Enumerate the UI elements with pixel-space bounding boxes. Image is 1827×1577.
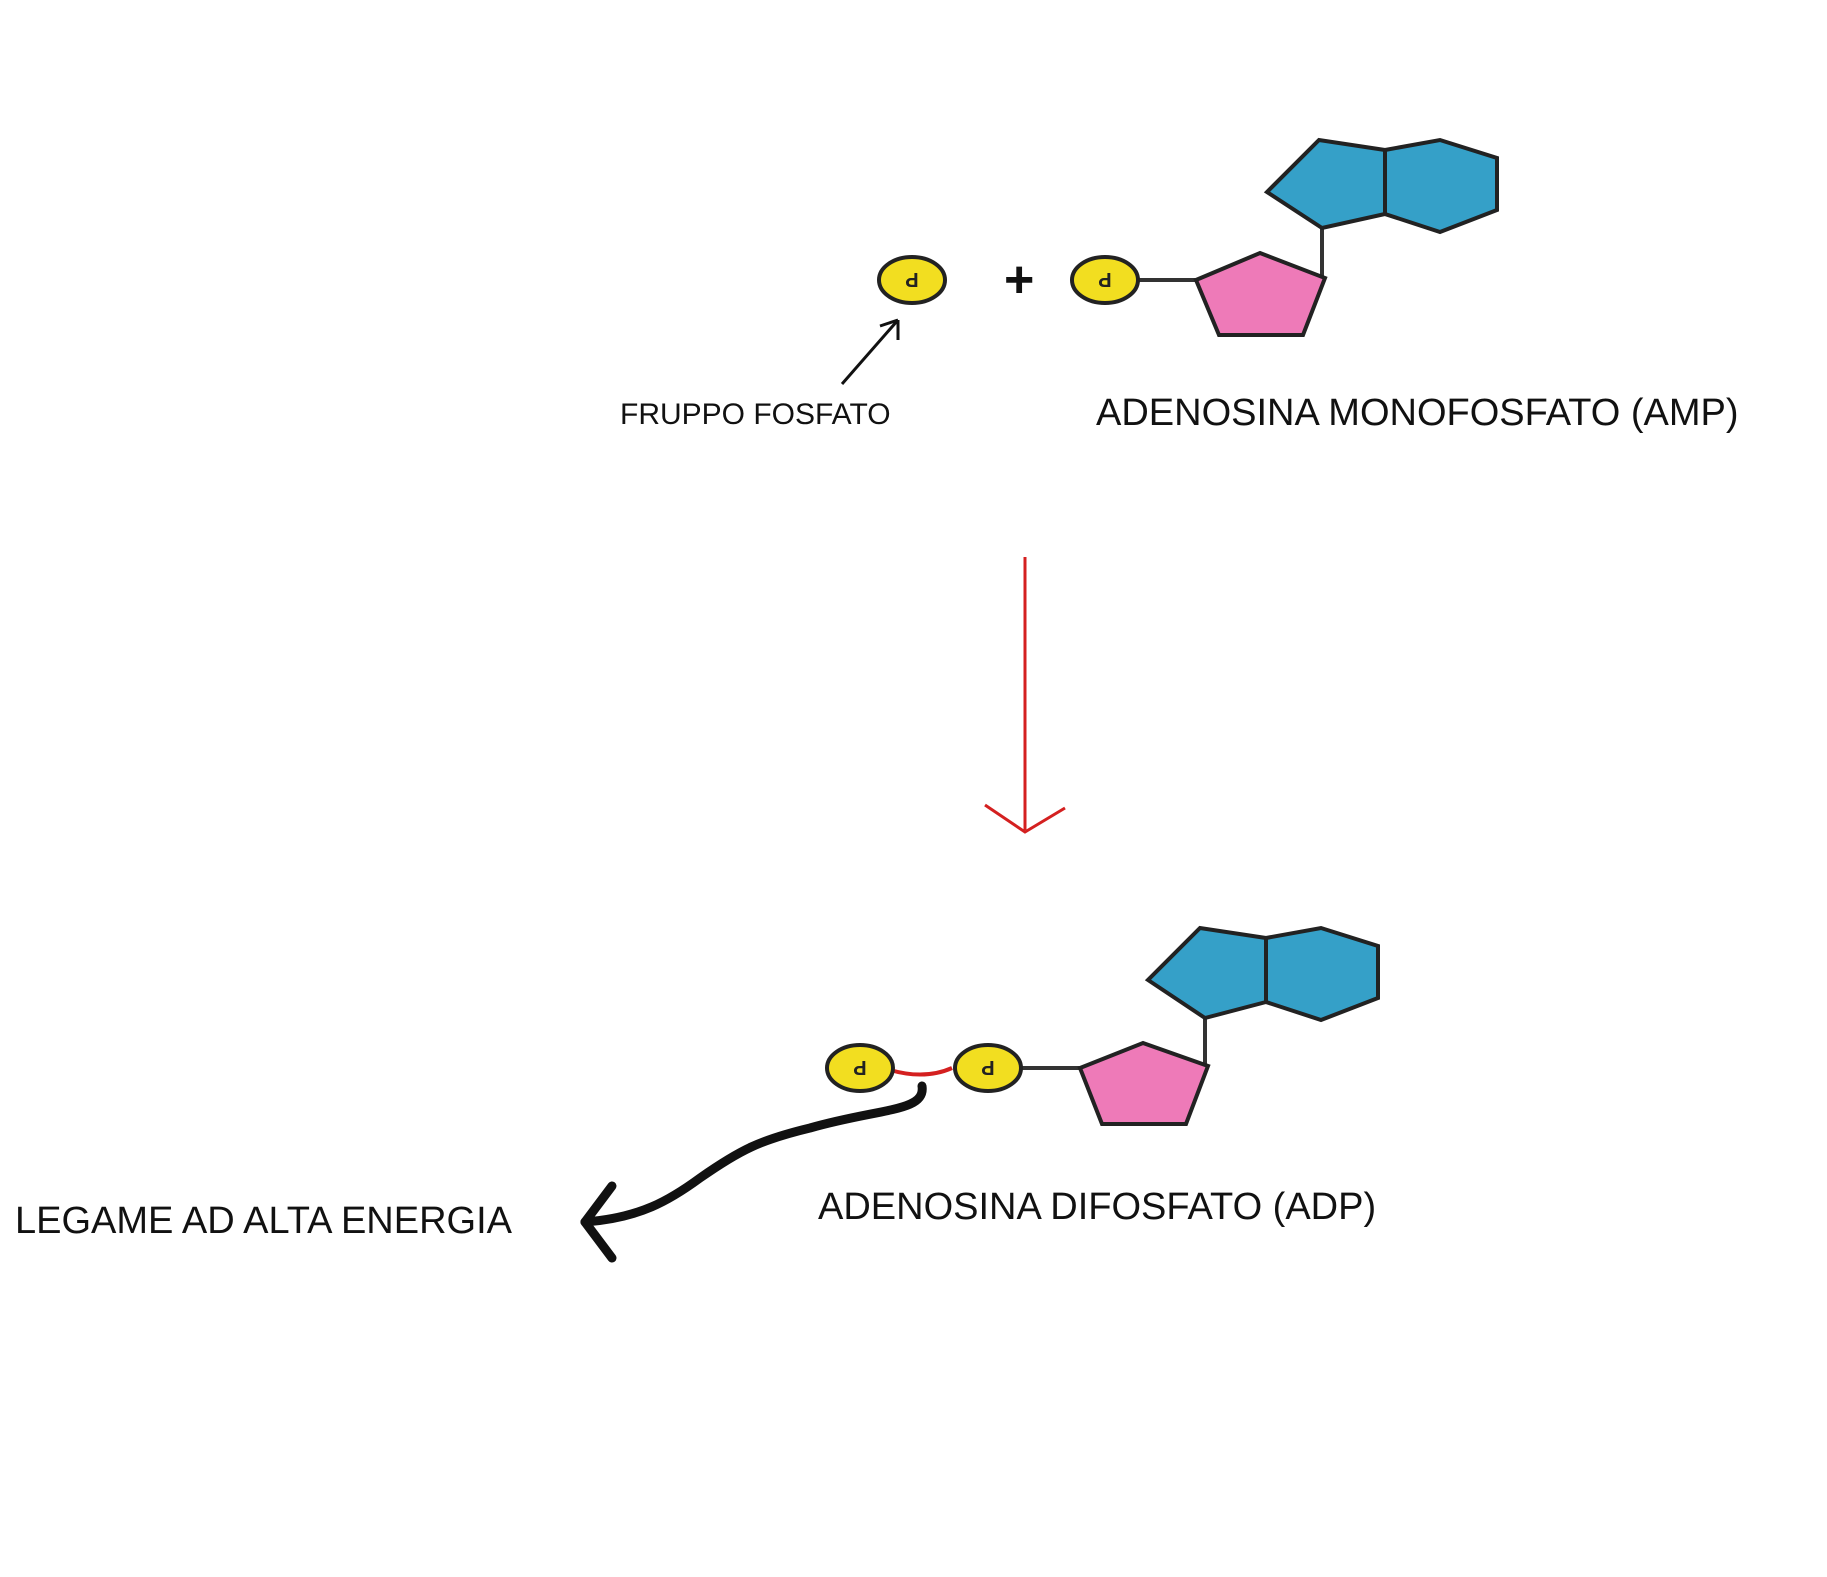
amp-label: ADENOSINA MONOFOSFATO (AMP)	[1096, 392, 1739, 434]
phosphate-circle	[877, 255, 947, 305]
adp-label: ADENOSINA DIFOSFATO (ADP)	[818, 1186, 1377, 1228]
high-energy-bond-label: LEGAME AD ALTA ENERGIA	[15, 1200, 512, 1242]
high-energy-bond-pointer-arrow	[580, 1081, 927, 1263]
phosphate-circle	[825, 1043, 895, 1093]
free-phosphate-pointer-arrow	[840, 318, 900, 385]
adenine-six-ring	[1264, 925, 1380, 1023]
free-phosphate-label: FRUPPO FOSFATO	[620, 398, 891, 431]
phosphate-symbol: P	[1098, 268, 1111, 290]
phosphate-symbol: P	[905, 268, 918, 290]
high-energy-bond	[889, 1066, 953, 1077]
ribose-pentagon	[1193, 250, 1328, 337]
free-phosphate-group: P	[877, 255, 947, 305]
phosphate-circle	[953, 1043, 1023, 1093]
amp-molecule: P	[1070, 137, 1499, 337]
ribose-pentagon	[1077, 1040, 1211, 1126]
phosphate-symbol: P	[853, 1056, 866, 1078]
reaction-arrow	[984, 557, 1066, 834]
adp-molecule: P P	[825, 925, 1380, 1126]
adenine-six-ring	[1383, 137, 1499, 235]
phosphate-symbol: P	[981, 1056, 994, 1078]
phosphate-circle	[1070, 255, 1140, 305]
plus-sign: +	[1004, 251, 1035, 309]
adenine-five-ring	[1263, 137, 1387, 231]
adenine-five-ring	[1144, 925, 1268, 1021]
